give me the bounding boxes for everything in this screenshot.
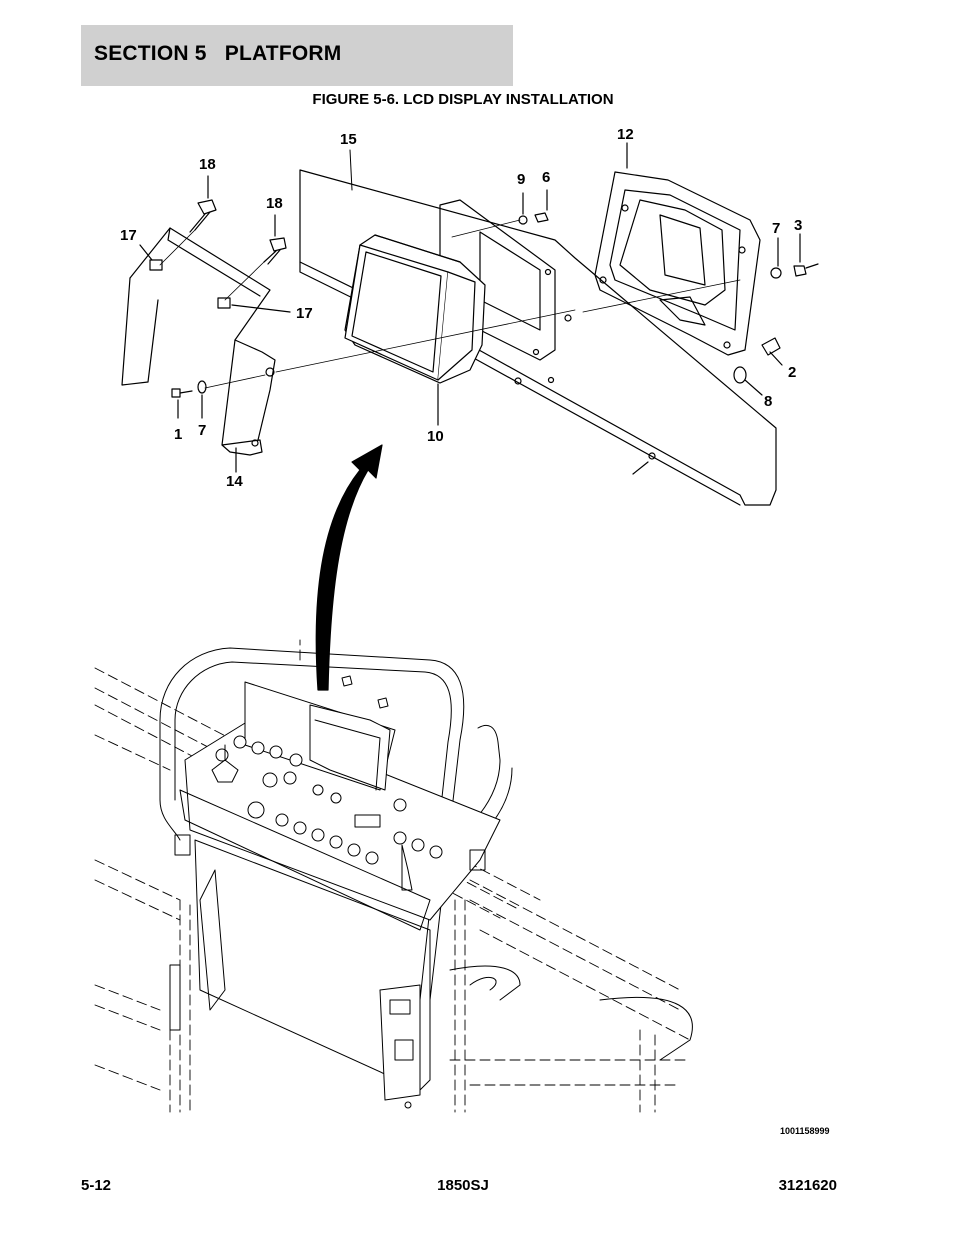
- section-header: SECTION 5 PLATFORM: [81, 25, 513, 86]
- callout-2: 2: [788, 364, 796, 381]
- callout-10: 10: [427, 428, 444, 445]
- lcd-display: [344, 234, 486, 426]
- callout-12: 12: [617, 126, 634, 143]
- section-title: SECTION 5 PLATFORM: [94, 42, 342, 65]
- fasteners: [139, 175, 819, 419]
- footer-page-number: 5-12: [81, 1177, 112, 1194]
- callout-18-right: 18: [266, 195, 283, 212]
- side-bracket: [121, 227, 276, 473]
- callout-14: 14: [226, 473, 243, 490]
- footer-manual-number: 3121620: [778, 1177, 837, 1194]
- platform-console: [94, 639, 693, 1113]
- callout-labels: 1 2 3 6 7 7 8 9 10 12 14 15 17 17 18 18: [120, 126, 802, 490]
- assembly-centerlines: [159, 219, 741, 389]
- callout-17-left: 17: [120, 227, 137, 244]
- footer-model: 1850SJ: [0, 1177, 954, 1194]
- figure-title-text: FIGURE 5-6. LCD DISPLAY INSTALLATION: [312, 91, 614, 108]
- callout-6: 6: [542, 169, 550, 186]
- callout-15: 15: [340, 131, 357, 148]
- figure-title: FIGURE 5-6. LCD DISPLAY INSTALLATION: [0, 91, 954, 108]
- callout-7-left: 7: [198, 422, 206, 439]
- drawing-number: 1001158999: [780, 1126, 830, 1136]
- callout-7-right: 7: [772, 220, 780, 237]
- callout-1: 1: [174, 426, 182, 443]
- callout-8: 8: [764, 393, 772, 410]
- display-housing: [594, 142, 761, 356]
- footer-model-text: 1850SJ: [437, 1177, 489, 1194]
- callout-3: 3: [794, 217, 802, 234]
- callout-18-left: 18: [199, 156, 216, 173]
- location-arrow: [315, 444, 383, 691]
- callout-17-right: 17: [296, 305, 313, 322]
- callout-9: 9: [517, 171, 525, 188]
